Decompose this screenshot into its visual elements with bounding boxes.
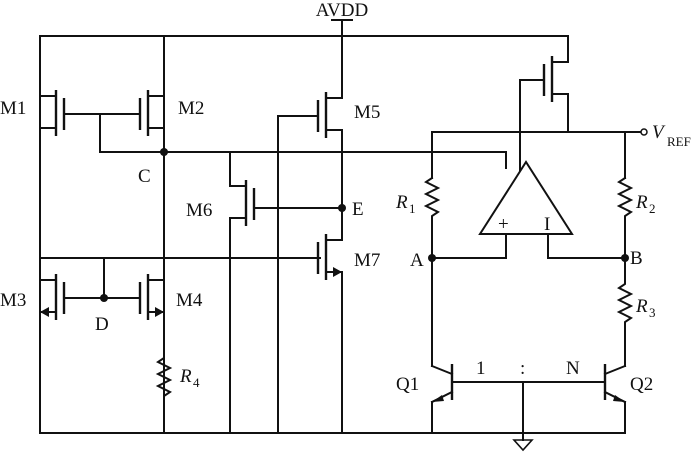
output-pmos xyxy=(519,56,569,181)
supply-rail xyxy=(39,19,569,63)
m5-transistor xyxy=(277,35,343,434)
vref-subscript: REF xyxy=(667,134,691,149)
opamp xyxy=(478,160,574,259)
m4-transistor xyxy=(103,257,165,320)
q1-label: Q1 xyxy=(396,374,419,395)
m3-label: M3 xyxy=(0,290,26,311)
node-a-label: A xyxy=(410,250,424,271)
r3-label: R xyxy=(635,296,648,317)
m2-transistor xyxy=(99,35,165,434)
node-e-label: E xyxy=(352,199,364,220)
node-d-label: D xyxy=(95,314,109,335)
ratio-sep: : xyxy=(520,358,525,379)
m6-label: M6 xyxy=(186,200,212,221)
m5-label: M5 xyxy=(354,102,380,123)
m2-label: M2 xyxy=(178,98,204,119)
vref-label: V xyxy=(652,122,666,143)
q1-transistor xyxy=(430,364,454,434)
ratio-left: 1 xyxy=(476,358,486,379)
q2-transistor xyxy=(603,364,627,434)
r3-subscript: 3 xyxy=(649,305,656,320)
node-c-dot xyxy=(160,148,168,156)
r1-resistor xyxy=(423,176,441,259)
m4-label: M4 xyxy=(176,290,203,311)
node-d-dot xyxy=(100,294,108,302)
node-a-net xyxy=(431,257,507,367)
opamp-minus-label: I xyxy=(544,214,550,235)
r3-resistor xyxy=(616,257,634,367)
r4-resistor xyxy=(155,351,173,403)
ground-rail xyxy=(39,432,626,452)
r2-resistor xyxy=(616,176,634,259)
q2-label: Q2 xyxy=(630,374,653,395)
r1-label: R xyxy=(395,192,408,213)
node-b-label: B xyxy=(630,248,643,269)
m7-transistor xyxy=(301,207,343,434)
node-a-dot xyxy=(428,254,436,262)
r2-subscript: 2 xyxy=(649,201,656,216)
r4-subscript: 4 xyxy=(193,375,200,390)
m1-label: M1 xyxy=(0,98,26,119)
node-c-label: C xyxy=(138,166,151,187)
opamp-plus-label: + xyxy=(498,214,509,235)
m7-label: M7 xyxy=(354,250,380,271)
m3-transistor xyxy=(39,274,105,320)
r4-label: R xyxy=(179,366,192,387)
m6-transistor xyxy=(229,151,343,434)
ratio-right: N xyxy=(566,358,580,379)
r2-label: R xyxy=(635,192,648,213)
avdd-label: AVDD xyxy=(316,0,368,21)
node-c-net xyxy=(163,151,507,169)
vref-terminal xyxy=(640,128,648,136)
m1-transistor xyxy=(39,35,101,434)
r1-subscript: 1 xyxy=(409,201,416,216)
base-link xyxy=(451,381,606,434)
vref-net xyxy=(431,131,641,179)
